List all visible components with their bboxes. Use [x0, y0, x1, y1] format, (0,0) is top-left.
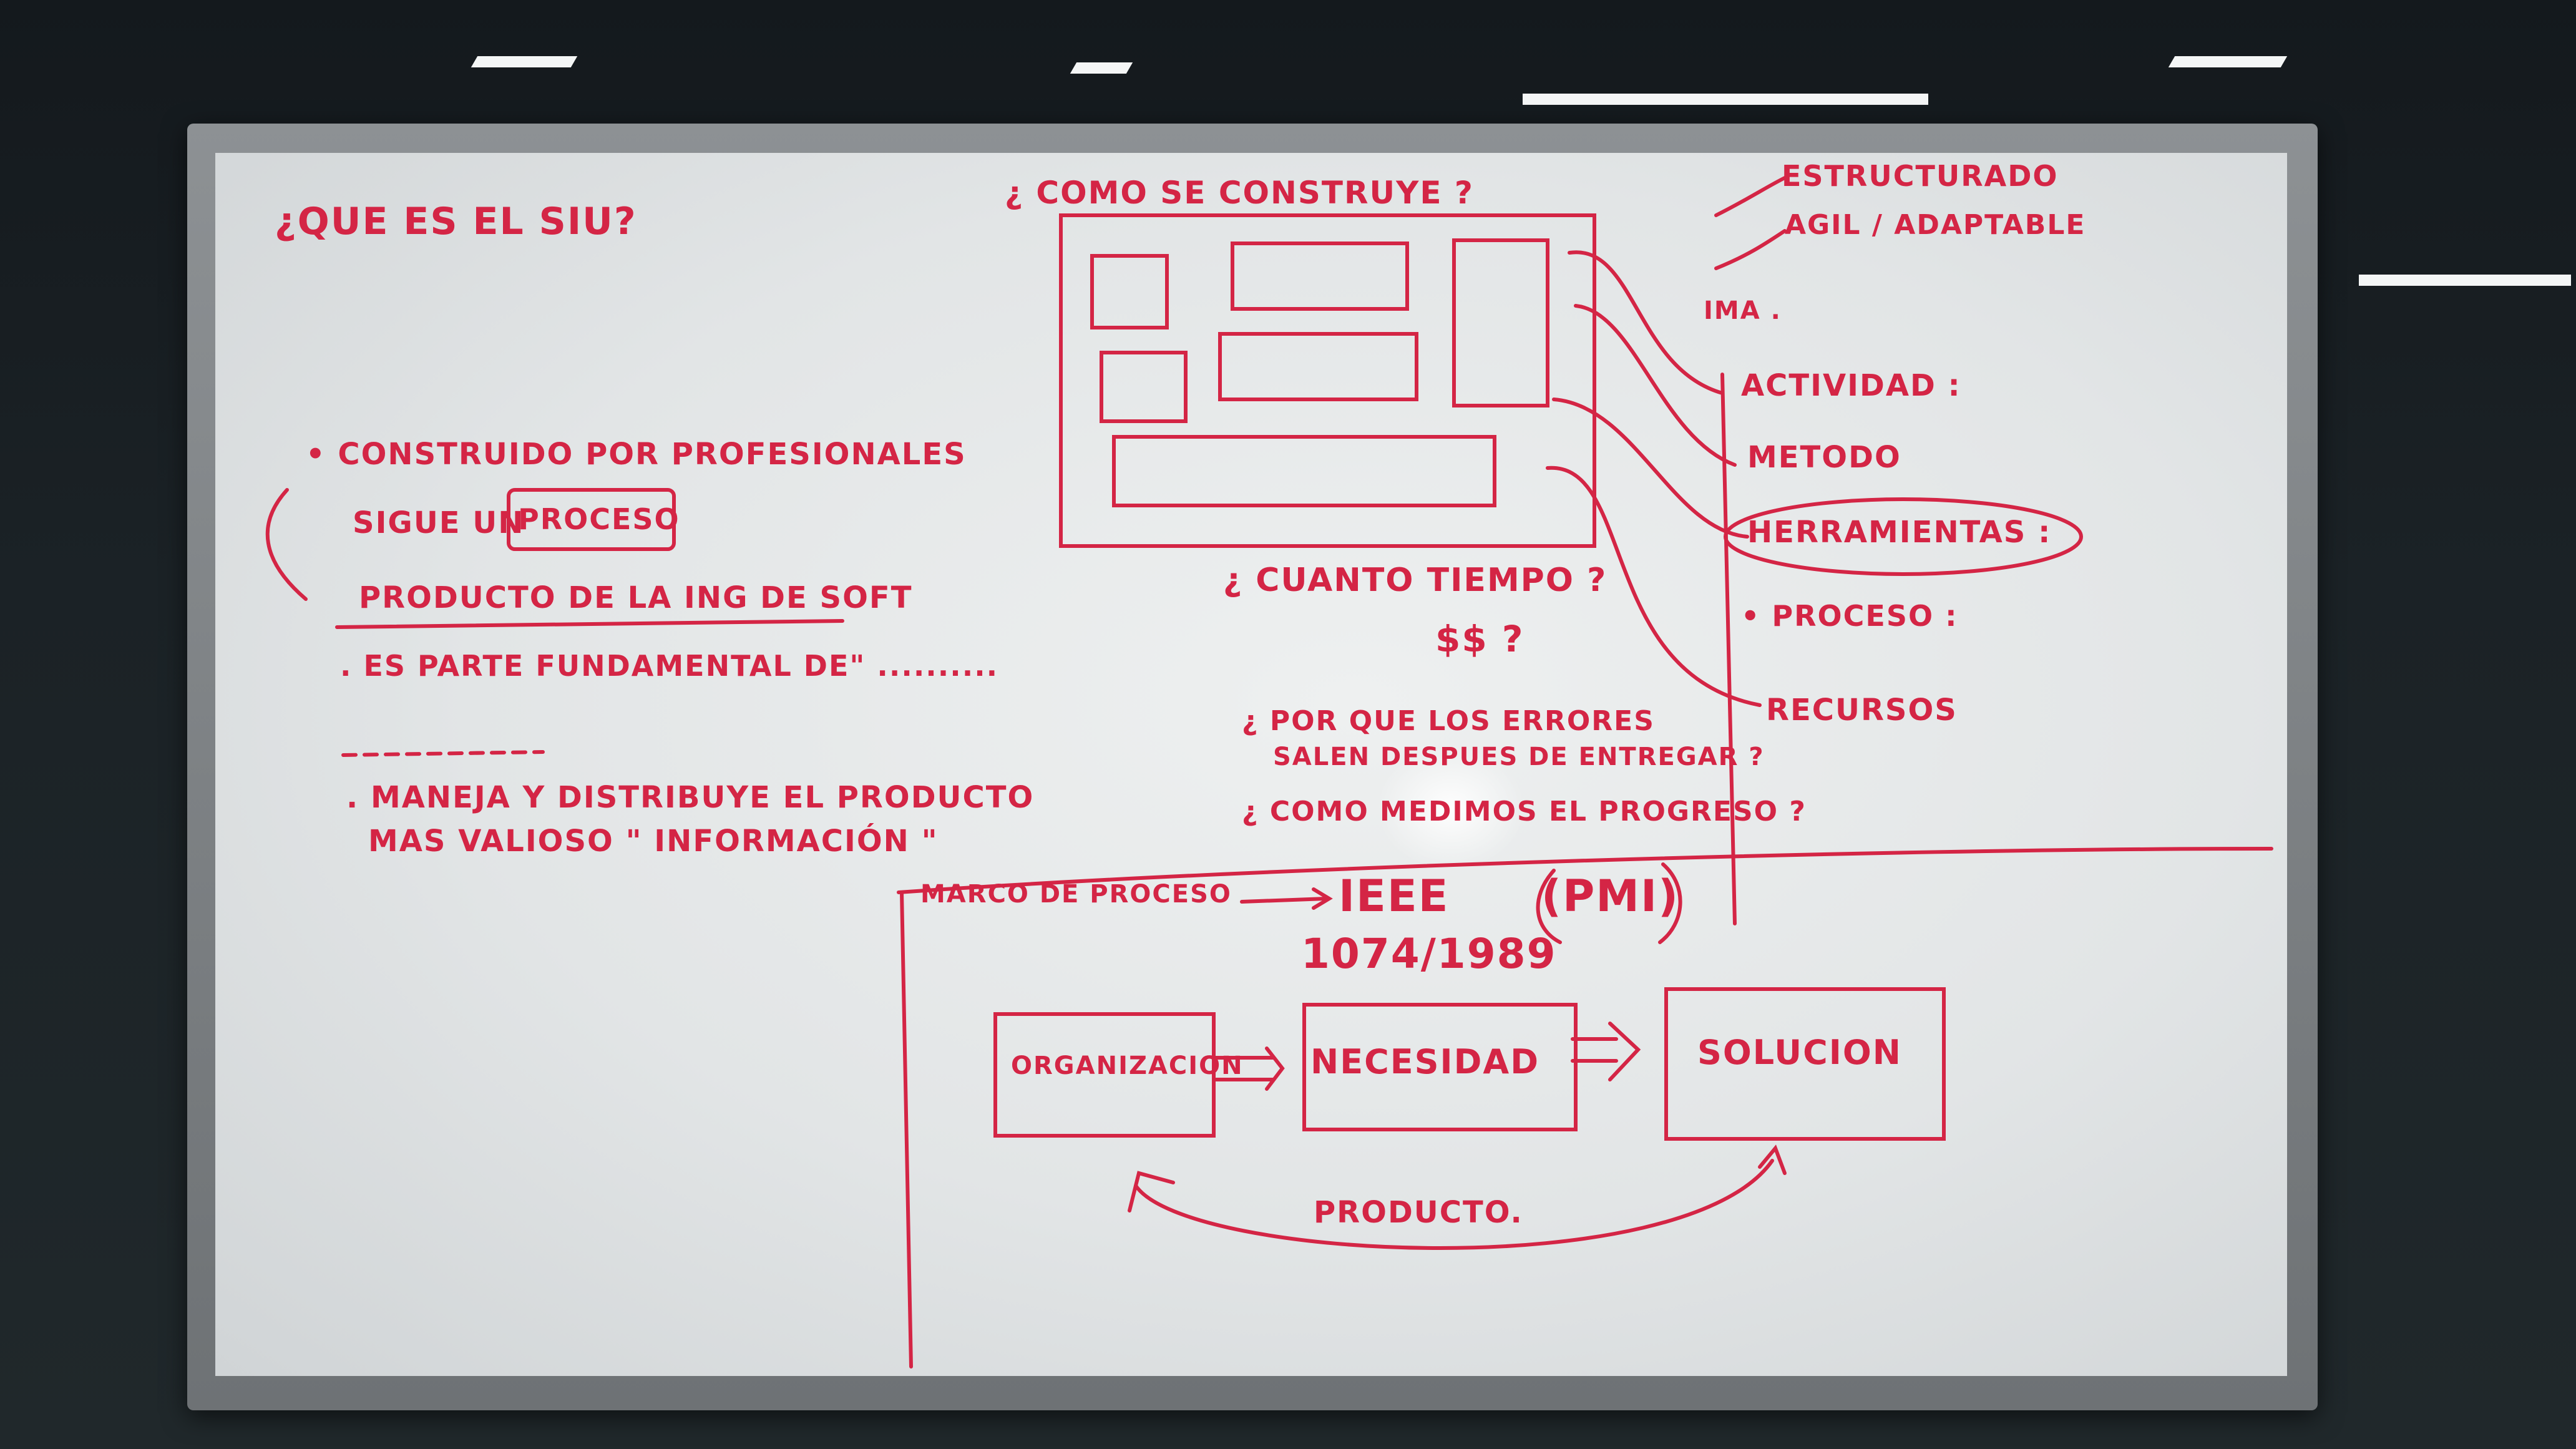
tools-ellipse [1724, 497, 2083, 576]
right-resources: RECURSOS [1766, 693, 1958, 728]
wireframe-block [1090, 254, 1169, 329]
connector-line [1574, 304, 1737, 467]
connector-line [1714, 229, 1787, 270]
wireframe-block [1452, 238, 1549, 407]
wireframe-block [1218, 332, 1418, 401]
left-item-5-line1: . MANEJA Y DISTRIBUYE EL PRODUCTO [346, 780, 1035, 815]
light-glare [1376, 746, 1526, 871]
loop-label: PRODUCTO. [1314, 1195, 1523, 1230]
connector-line [1714, 176, 1787, 217]
left-item-2-prefix: SIGUE UN [353, 505, 525, 540]
center-progress: ¿ COMO MEDIMOS EL PROGRESO ? [1242, 796, 1807, 827]
dashed-line [341, 750, 545, 757]
left-item-4: . ES PARTE FUNDAMENTAL DE" .......... [340, 649, 999, 683]
box-solucion [1664, 987, 1946, 1141]
connector-line [1568, 250, 1724, 395]
separator-vertical [1720, 373, 1737, 925]
bracket [265, 488, 308, 601]
right-method: METODO [1747, 440, 1901, 475]
process-box [507, 488, 676, 551]
right-agile: AGIL / ADAPTABLE [1785, 209, 2086, 241]
left-item-5-line2: MAS VALIOSO " INFORMACIÓN " [368, 824, 939, 859]
underline [335, 619, 844, 629]
separator-vertical-bottom [900, 890, 913, 1368]
loop-arrow [1134, 1159, 1774, 1250]
right-activity: ACTIVIDAD : [1741, 368, 1961, 403]
paren [1536, 869, 1562, 944]
standard-alt: (PMI) [1541, 871, 1679, 922]
box-organizacion [993, 1012, 1216, 1138]
center-errors-line2: SALEN DESPUES DE ENTREGAR ? [1273, 743, 1765, 771]
ceiling-light [1523, 94, 1928, 105]
right-tools: HERRAMIENTAS : [1747, 515, 2052, 550]
arrow-ieee [1240, 887, 1333, 910]
right-structured: ESTRUCTURADO [1782, 159, 2059, 193]
right-process: • PROCESO : [1741, 599, 1958, 633]
arrow-double [1212, 1046, 1285, 1091]
box-necesidad [1302, 1003, 1578, 1131]
box-label-necesidad: NECESIDAD [1310, 1042, 1540, 1081]
box-label-solucion: SOLUCION [1697, 1033, 1902, 1072]
wireframe-block [1231, 242, 1409, 311]
left-question: ¿QUE ES EL SIU? [275, 200, 637, 243]
standard-number: 1074/1989 [1301, 930, 1557, 978]
connector-line [1546, 466, 1762, 707]
center-question: ¿ COMO SE CONSTRUYE ? [1005, 175, 1474, 211]
standard-name: IEEE [1339, 871, 1450, 922]
connector-line [1552, 398, 1749, 539]
frame-label: MARCO DE PROCESO [920, 880, 1232, 909]
wireframe-block [1100, 351, 1188, 423]
center-time-question: ¿ CUANTO TIEMPO ? [1223, 562, 1608, 599]
arrowhead [1128, 1171, 1175, 1212]
wireframe-block [1112, 435, 1496, 507]
separator-horizontal [897, 847, 2273, 894]
paren [1658, 862, 1682, 944]
wireframe-outline [1059, 213, 1596, 548]
arrow-double [1571, 1022, 1641, 1081]
right-ima: IMA . [1704, 296, 1782, 325]
box-label-organizacion: ORGANIZACION [1011, 1051, 1244, 1080]
ceiling-light [2359, 275, 2571, 286]
left-item-3: PRODUCTO DE LA ING DE SOFT [359, 580, 913, 615]
left-item-1: • CONSTRUIDO POR PROFESIONALES [306, 437, 967, 472]
whiteboard [215, 153, 2287, 1376]
arrowhead [1758, 1144, 1787, 1175]
center-errors-line1: ¿ POR QUE LOS ERRORES [1242, 705, 1655, 737]
left-item-2-boxed: PROCESO [518, 502, 680, 536]
center-money: $$ ? [1435, 618, 1525, 660]
